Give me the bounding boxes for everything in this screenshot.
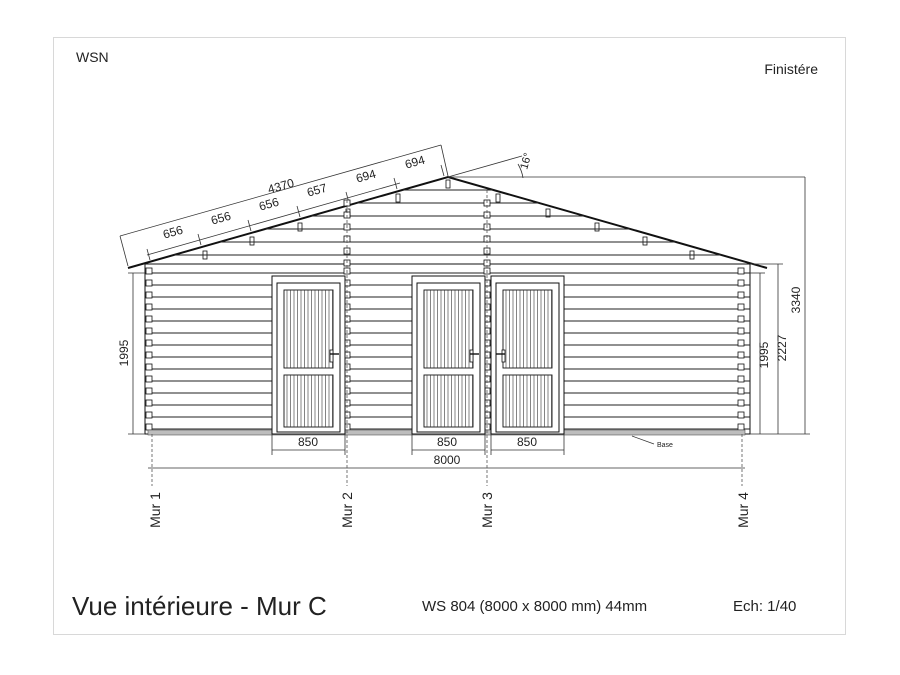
slope-dim-ext-left (119, 235, 129, 267)
segment-label-4: 657 (305, 181, 328, 200)
log-end (737, 339, 745, 347)
segment-label-2: 656 (209, 209, 232, 228)
log-end (737, 375, 745, 383)
door-panel-upper (502, 289, 553, 369)
door-panel-lower (283, 374, 334, 428)
log-end (145, 351, 153, 359)
door-panel-lower (502, 374, 553, 428)
log-end (145, 327, 153, 335)
sheet-border (53, 37, 846, 635)
height-right-wall-label: 1995 (757, 341, 771, 368)
segment-tick-6 (440, 164, 445, 177)
door-handle-plate (469, 349, 474, 363)
log-end (145, 363, 153, 371)
segment-label-3: 656 (257, 195, 280, 214)
model-label: WS 804 (8000 x 8000 mm) 44mm (422, 598, 647, 615)
purlin-block (495, 193, 501, 203)
wall-label-mur-1: Mur 1 (147, 492, 163, 528)
purlin-block (395, 193, 401, 203)
pitch-indicator (447, 155, 805, 179)
segment-dim-line (146, 182, 401, 256)
gable-boards (173, 189, 722, 256)
drawing-title: Vue intérieure - Mur C (72, 591, 327, 621)
door-width-label-2: 850 (437, 435, 457, 449)
purlin-block (445, 179, 451, 189)
door-panel-lower (423, 374, 474, 428)
log-end (145, 399, 153, 407)
wall-axes (151, 190, 743, 486)
purlin-block (545, 208, 551, 218)
log-end (737, 423, 745, 431)
log-end (737, 399, 745, 407)
segment-label-6: 694 (403, 153, 426, 172)
purlin-block (594, 222, 600, 232)
slope-length-label: 4370 (266, 176, 296, 197)
segment-tick-5 (393, 177, 398, 190)
log-end (737, 327, 745, 335)
slope-dim-line (119, 144, 442, 237)
door-width-label-3: 850 (517, 435, 537, 449)
log-end (737, 303, 745, 311)
log-end (737, 363, 745, 371)
log-end (145, 303, 153, 311)
segment-tick-3 (296, 205, 301, 218)
purlin-block (642, 236, 648, 246)
wall-label-mur-4: Mur 4 (735, 492, 751, 528)
door-panel-upper (423, 289, 474, 369)
total-width-label: 8000 (434, 453, 461, 467)
slope-dim-ext-right (440, 144, 449, 177)
company-label: WSN (76, 49, 109, 65)
vertical-dimensions (128, 177, 810, 435)
scale-label: Ech: 1/40 (733, 598, 796, 615)
log-end (145, 387, 153, 395)
log-end (145, 279, 153, 287)
segment-label-5: 694 (354, 167, 377, 186)
wall-label-mur-2: Mur 2 (339, 492, 355, 528)
base-leader-line (631, 435, 655, 445)
height-left-label: 1995 (117, 339, 131, 366)
log-end (737, 267, 745, 275)
base-leader (631, 435, 655, 445)
door-3 (490, 275, 565, 435)
door-1 (271, 275, 346, 435)
log-end (145, 315, 153, 323)
door-2 (411, 275, 486, 435)
door-panel-upper (283, 289, 334, 369)
log-end (737, 279, 745, 287)
segment-tick-1 (197, 233, 202, 246)
log-end (145, 423, 153, 431)
pitch-ray (447, 155, 523, 178)
log-end (737, 315, 745, 323)
segment-tick-2 (247, 219, 252, 232)
log-end (737, 387, 745, 395)
log-end (145, 411, 153, 419)
log-end (145, 375, 153, 383)
height-total-label: 3340 (789, 286, 803, 313)
log-end (145, 291, 153, 299)
segment-tick-0 (146, 248, 151, 261)
door-width-label-1: 850 (298, 435, 318, 449)
horizontal-dimensions (148, 434, 745, 469)
log-end (737, 351, 745, 359)
log-end (737, 291, 745, 299)
region-label: Finistére (764, 61, 818, 77)
segment-label-1: 656 (161, 223, 184, 242)
height-right-door-label: 2227 (775, 334, 789, 361)
door-handle-plate (501, 349, 506, 363)
doors (271, 275, 565, 435)
door-handle-plate (329, 349, 334, 363)
log-end (145, 267, 153, 275)
roof-slope-dimension (119, 144, 449, 267)
pitch-label: 16° (518, 152, 534, 171)
log-end (145, 339, 153, 347)
purlin-block (249, 236, 255, 246)
base-label: Base (657, 442, 673, 449)
purlin-block (297, 222, 303, 232)
log-end (737, 411, 745, 419)
wall-label-mur-3: Mur 3 (479, 492, 495, 528)
